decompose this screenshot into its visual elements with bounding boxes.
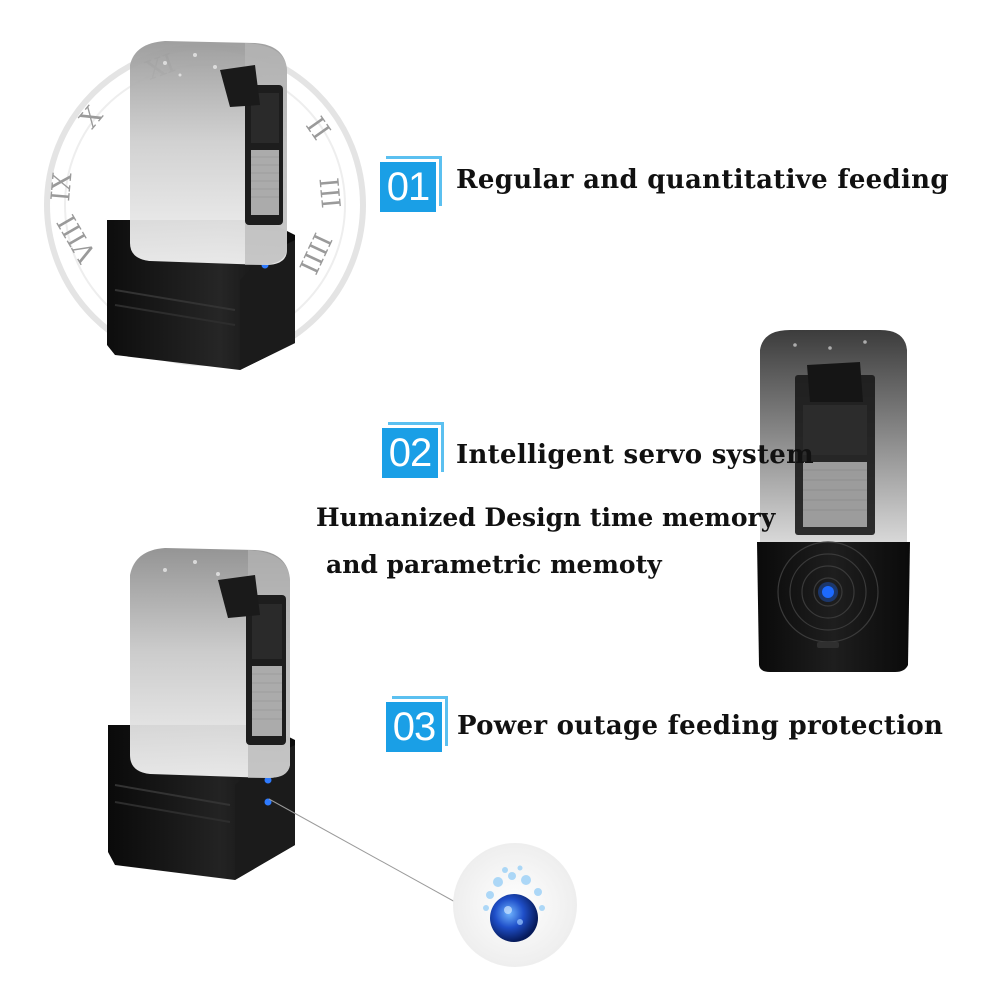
led-magnified-icon [453,843,577,967]
feature-description-line: Humanized Design time memory [316,503,776,532]
feeder-device-image [108,548,295,880]
feeder-device-image [107,41,295,370]
feature-title: Regular and quantitative feeding [456,165,949,195]
feature-description-line: and parametric memoty [326,550,662,579]
feature-number-badge: 02 [382,428,438,478]
clock-numeral: III [312,176,345,209]
callout-line [268,798,458,904]
feature-number-badge: 01 [380,162,436,212]
feature-title: Intelligent servo system [456,440,814,470]
feature-title: Power outage feeding protection [457,711,944,741]
feature-number-badge: 03 [386,702,442,752]
feeder-device-image [757,330,910,672]
clock-numeral: IX [46,171,78,203]
